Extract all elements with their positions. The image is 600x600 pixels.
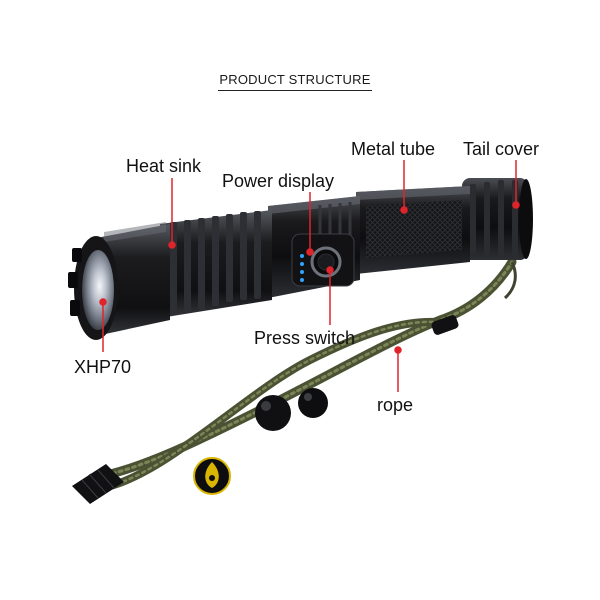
- diagram-title: PRODUCT STRUCTURE: [218, 72, 372, 91]
- rope: [87, 257, 517, 490]
- tail-cover-part: [462, 178, 533, 260]
- label-metal-tube: Metal tube: [351, 139, 436, 159]
- label-heat-sink: Heat sink: [126, 156, 202, 176]
- label-power-display: Power display: [222, 171, 335, 191]
- rope-clip: [431, 315, 459, 335]
- switch-section: [268, 196, 360, 298]
- cord-lock-bead: [255, 395, 291, 431]
- metal-tube-part: [356, 186, 470, 274]
- cord-stopper: [298, 388, 328, 418]
- label-press-switch: Press switch: [254, 328, 356, 348]
- label-rope: rope: [377, 395, 414, 415]
- leader-lines: [99, 160, 520, 392]
- xhp70-lens: [82, 250, 114, 330]
- label-tail-cover: Tail cover: [463, 139, 540, 159]
- brand-badge: [193, 457, 231, 495]
- heat-sink-part: [160, 210, 272, 318]
- label-xhp70: XHP70: [74, 357, 132, 377]
